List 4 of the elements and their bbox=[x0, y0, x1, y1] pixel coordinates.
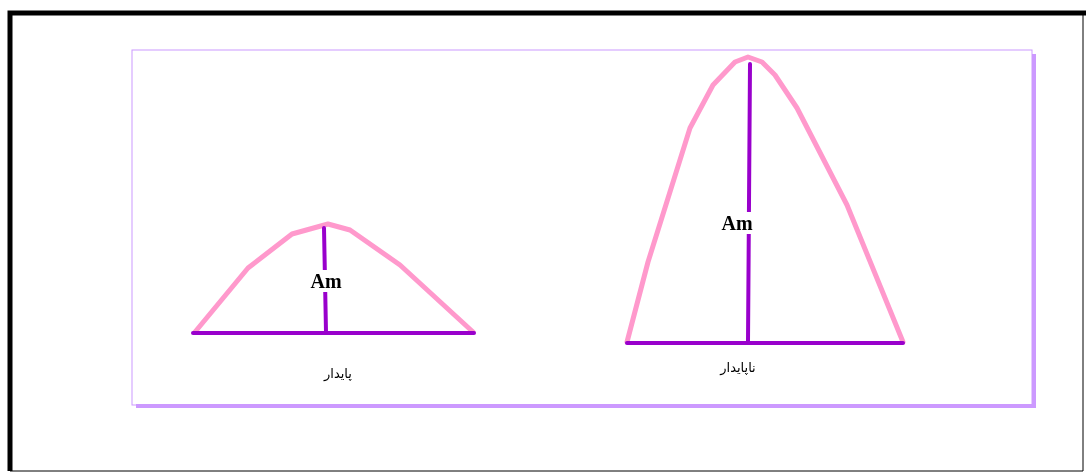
caption-text: پایدار bbox=[324, 366, 352, 382]
amplitude-label: Am bbox=[309, 270, 343, 292]
amplitude-label: Am bbox=[720, 212, 754, 234]
caption-text: ناپایدار bbox=[720, 360, 756, 376]
